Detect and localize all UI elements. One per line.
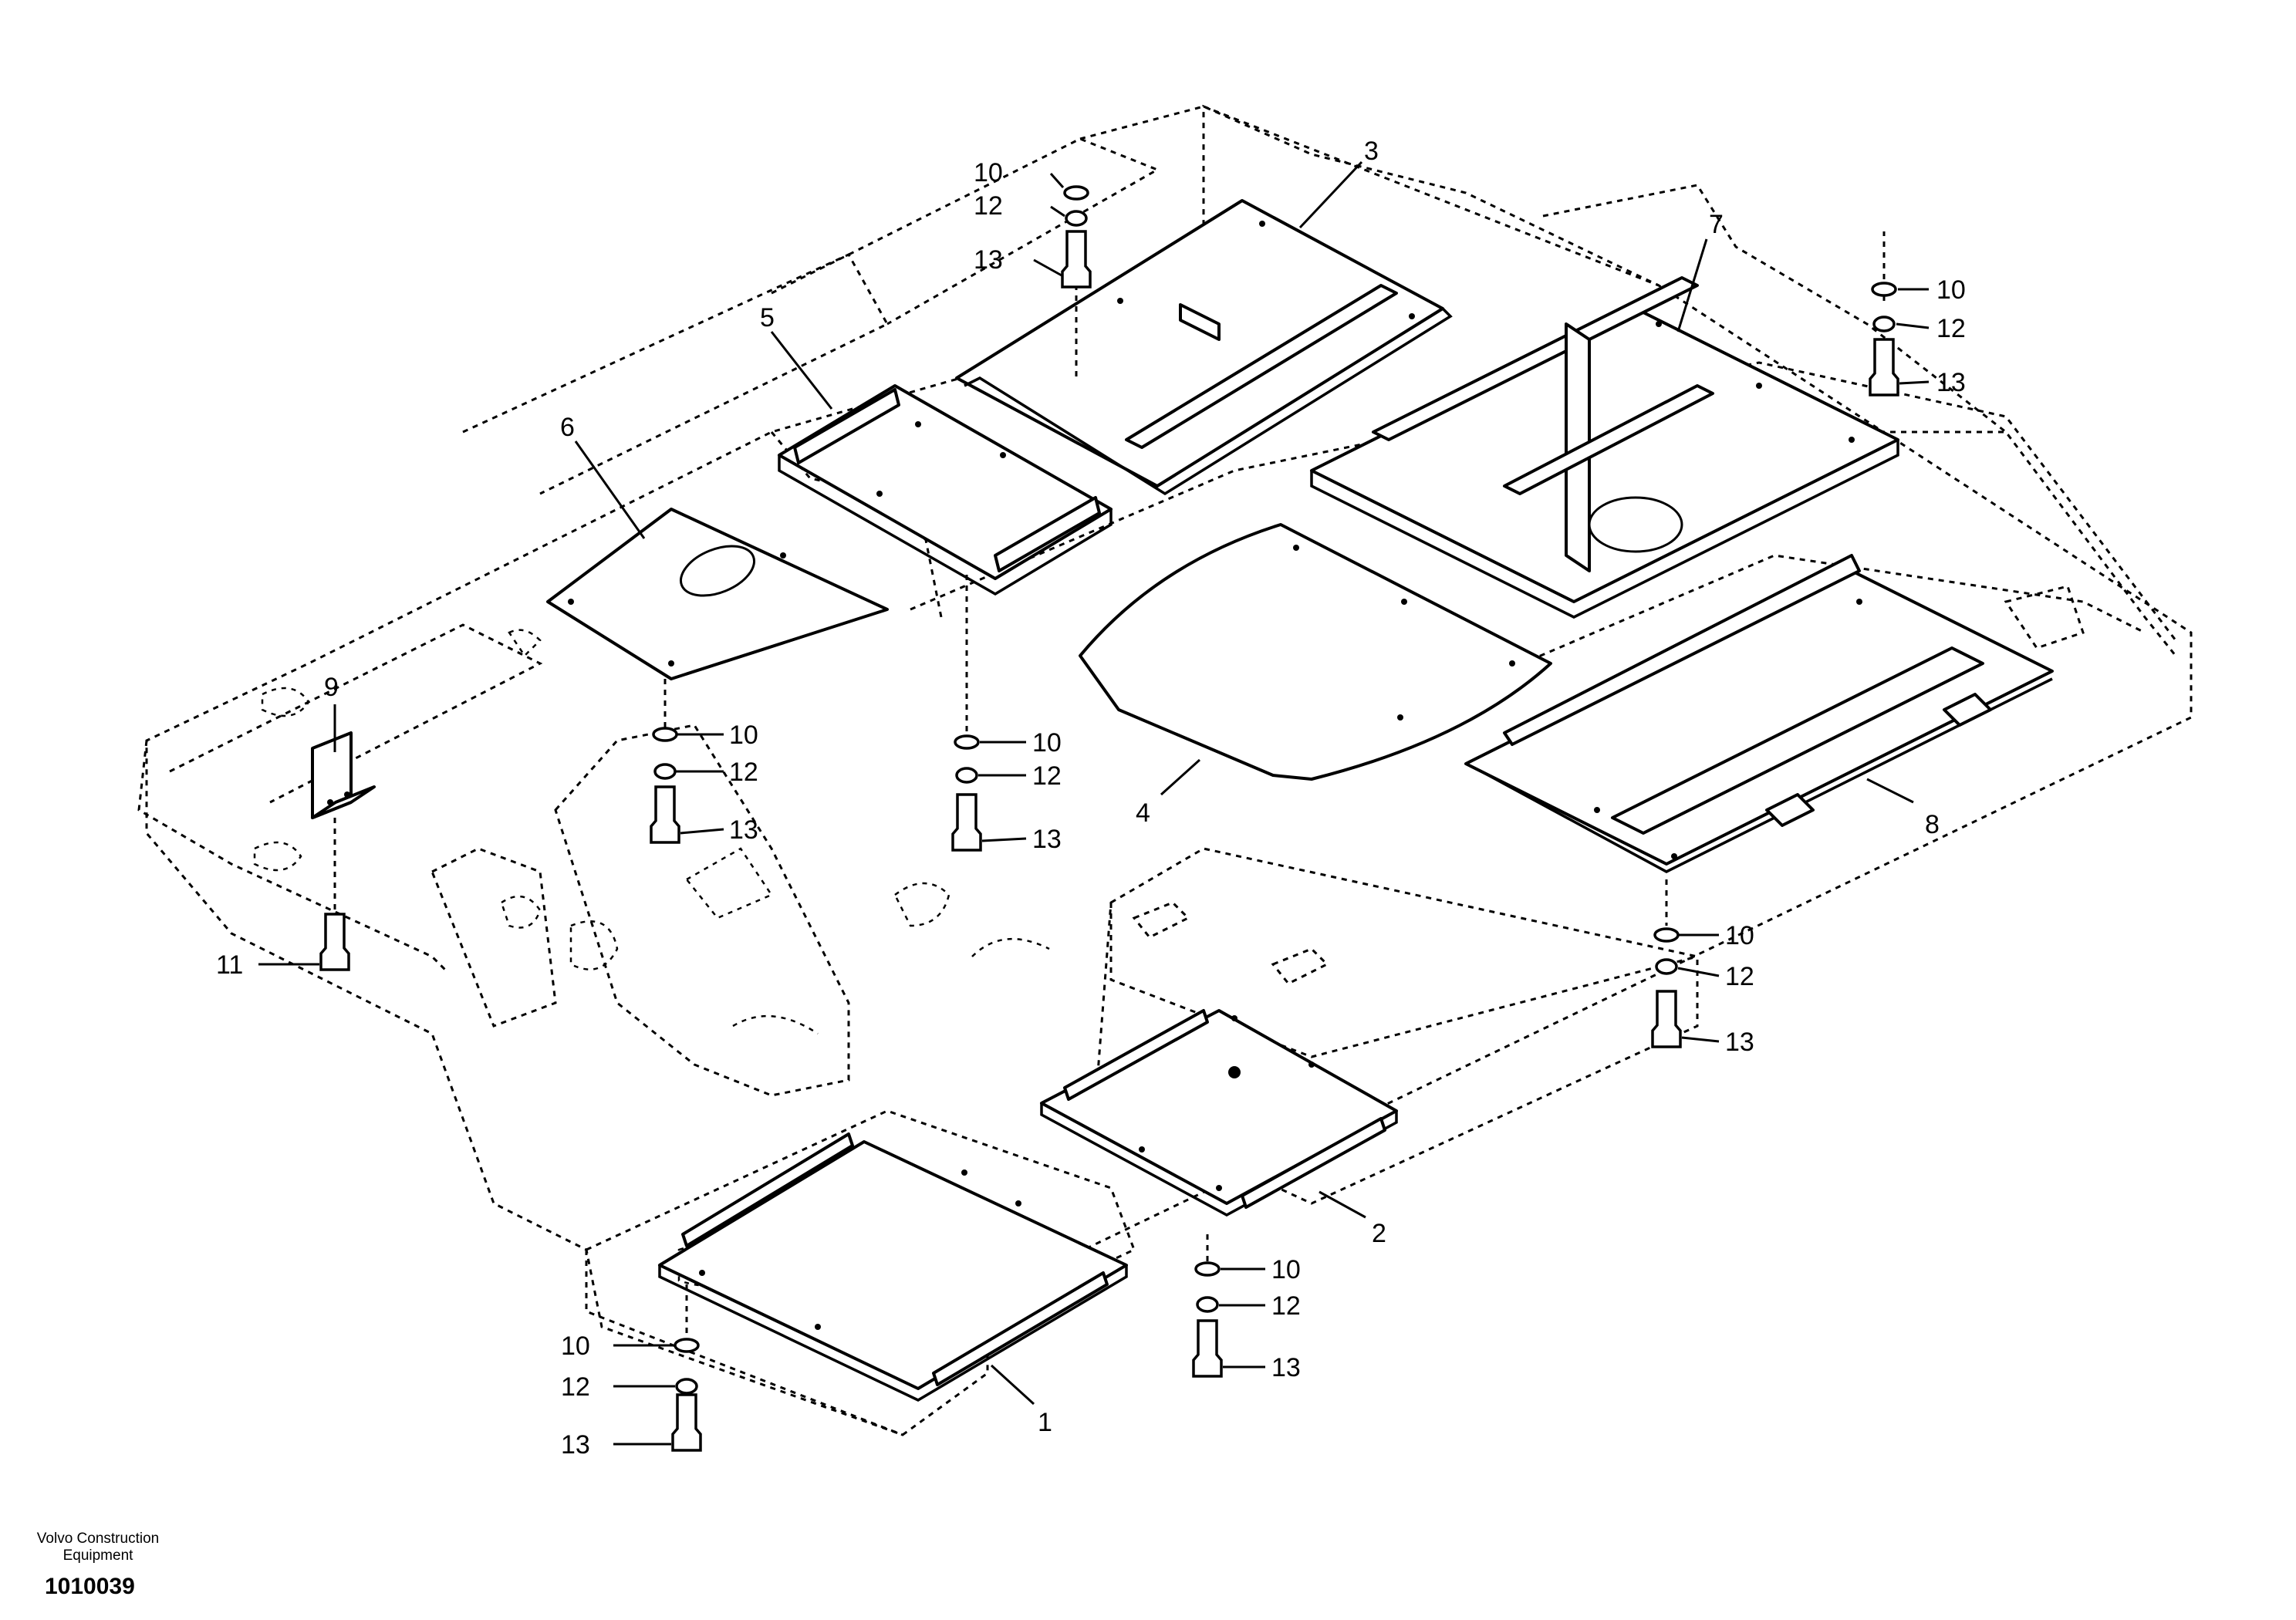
callout-12: 12 <box>1725 962 1754 991</box>
callout-7: 7 <box>1709 210 1724 239</box>
callout-12: 12 <box>1936 314 1966 343</box>
bracket-9 <box>311 731 376 819</box>
company-name: Volvo Construction Equipment <box>36 1531 160 1564</box>
callout-10: 10 <box>1271 1255 1301 1284</box>
bolt-stack-plate-1 <box>671 1338 702 1452</box>
callout-3: 3 <box>1364 137 1379 166</box>
washer-icon <box>652 727 678 742</box>
callout-13: 13 <box>561 1430 590 1460</box>
lock-washer-icon <box>653 763 677 780</box>
lock-washer-icon <box>1655 958 1678 975</box>
washer-icon <box>954 734 980 750</box>
callout-10: 10 <box>729 721 758 750</box>
callout-8: 8 <box>1925 810 1940 839</box>
bolt-11 <box>319 913 350 971</box>
washer-icon <box>1194 1261 1221 1277</box>
leader-lines <box>258 160 1930 1446</box>
bolt-icon <box>1869 338 1899 397</box>
callout-13: 13 <box>1936 368 1966 397</box>
bolt-icon <box>1061 230 1092 289</box>
plate-8 <box>1464 554 2054 873</box>
bolt-icon <box>650 785 680 844</box>
washer-icon <box>1653 927 1680 943</box>
plate-6 <box>546 508 889 680</box>
callout-10: 10 <box>1936 275 1966 305</box>
lock-washer-icon <box>1872 316 1896 332</box>
callout-4: 4 <box>1136 798 1150 828</box>
callout-13: 13 <box>729 815 758 845</box>
bolt-icon <box>1651 990 1682 1048</box>
bolt-stack-plate-6 <box>650 727 680 844</box>
callout-labels: 3 5 6 7 4 8 2 1 9 11 10 12 13 10 12 13 1… <box>216 137 1966 1460</box>
bolt-stack-plate-8 <box>1651 927 1682 1048</box>
callout-13: 13 <box>1271 1353 1301 1382</box>
callout-10: 10 <box>1725 921 1754 950</box>
bolt-stack-plate-7 <box>1869 282 1899 397</box>
callout-12: 12 <box>729 758 758 787</box>
callout-12: 12 <box>974 191 1003 221</box>
callout-6: 6 <box>560 413 575 442</box>
plate-3 <box>955 199 1453 496</box>
bolt-icon <box>1192 1319 1223 1378</box>
callout-10: 10 <box>974 158 1003 187</box>
bolt-icon <box>319 913 350 971</box>
bolt-stack-plate-5 <box>951 734 982 852</box>
bolt-stack-plate-3 <box>1061 185 1092 289</box>
callout-9: 9 <box>324 673 339 702</box>
callout-11: 11 <box>216 950 243 980</box>
lock-washer-icon <box>675 1378 698 1395</box>
plate-2 <box>1040 1009 1398 1217</box>
bolt-icon <box>951 793 982 852</box>
plate-4 <box>1079 523 1552 781</box>
callout-10: 10 <box>561 1331 590 1361</box>
plate-5 <box>778 384 1113 596</box>
lock-washer-icon <box>1065 210 1088 227</box>
callout-5: 5 <box>760 303 775 332</box>
bolt-icon <box>671 1393 702 1452</box>
callout-10: 10 <box>1032 728 1062 758</box>
plate-1 <box>658 1132 1128 1402</box>
washer-icon <box>1871 282 1897 297</box>
callout-12: 12 <box>1032 761 1062 791</box>
washer-icon <box>674 1338 700 1353</box>
lock-washer-icon <box>1196 1296 1219 1313</box>
callout-12: 12 <box>1271 1291 1301 1321</box>
callout-13: 13 <box>1032 825 1062 854</box>
drawing-number: 1010039 <box>45 1574 135 1599</box>
callout-1: 1 <box>1038 1408 1052 1437</box>
callout-13: 13 <box>974 245 1003 275</box>
callout-12: 12 <box>561 1372 590 1402</box>
washer-icon <box>1063 185 1089 201</box>
callout-2: 2 <box>1372 1219 1386 1248</box>
callout-13: 13 <box>1725 1028 1754 1057</box>
frame-outline <box>137 104 2193 1436</box>
lock-washer-icon <box>955 767 978 784</box>
bolt-stack-plate-2 <box>1192 1261 1223 1378</box>
plate-7 <box>1310 276 1899 619</box>
